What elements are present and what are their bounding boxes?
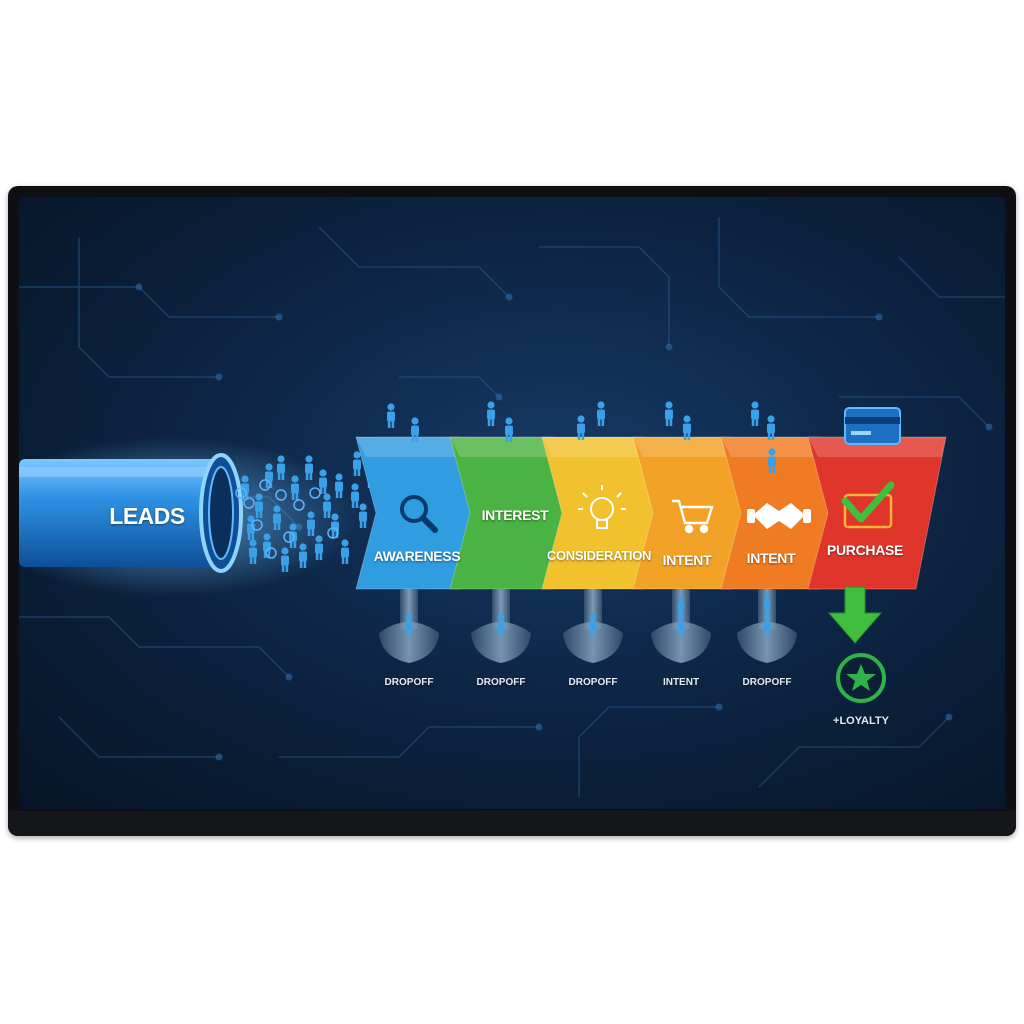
stage-person-icon [665, 401, 673, 426]
person-icon [335, 473, 343, 498]
person-icon [241, 475, 249, 500]
stage-person-icon [767, 415, 775, 440]
person-icon [255, 493, 263, 518]
stage-person-icon [768, 448, 776, 473]
funnel-stage-purchase [807, 436, 947, 590]
stage-person-icon [487, 401, 495, 426]
stage-person-icon [751, 401, 759, 426]
person-icon [307, 511, 315, 536]
lead-bubble [251, 519, 263, 531]
dropoff-person-icon [677, 596, 685, 616]
dropoff-tube-2 [471, 589, 531, 663]
lead-bubble [327, 527, 339, 539]
loyalty-label: +LOYALTY [833, 715, 889, 727]
person-icon [289, 523, 297, 548]
infographic-graphics [19, 217, 1005, 797]
handshake-icon [747, 503, 811, 529]
stage-label-intent: INTENT [662, 552, 712, 568]
lightbulb-icon [578, 485, 626, 529]
star-icon [846, 664, 876, 691]
credit-card-icon [844, 407, 901, 445]
person-icon [305, 455, 313, 480]
person-icon [273, 505, 281, 530]
dropoff-person-icon [763, 594, 771, 614]
lead-crowd [235, 451, 375, 572]
person-icon [265, 463, 273, 488]
lead-bubble [283, 531, 295, 543]
stage-label-awareness: AWARENESS [373, 548, 461, 564]
person-icon [353, 451, 361, 476]
stage-person-icon [387, 403, 395, 428]
stage-person-icon [683, 415, 691, 440]
person-icon [247, 515, 255, 540]
dropoff-tube-3 [563, 589, 623, 663]
dropoff-label-1: DROPOFF [384, 677, 434, 688]
circuit-nodes [135, 283, 993, 761]
cart-icon [672, 499, 714, 534]
lead-bubble [259, 479, 271, 491]
dropoff-label-4: INTENT [662, 677, 700, 688]
person-icon [277, 455, 285, 480]
leads-pipe [19, 459, 219, 567]
monitor-bezel [8, 811, 1016, 836]
funnel-stages [355, 401, 947, 590]
funnel-infographic: LEADS AWARENESS INTEREST CONSIDERATION I… [19, 197, 1005, 809]
person-icon [281, 547, 289, 572]
person-icon [249, 539, 257, 564]
dropoff-label-5: DROPOFF [742, 677, 792, 688]
person-icon [341, 539, 349, 564]
dropoff-person-icon [405, 613, 413, 636]
dropoff-person-icon [589, 613, 597, 636]
stage-person-icon [597, 401, 605, 426]
person-icon [299, 543, 307, 568]
dropoff-tubes [379, 589, 797, 663]
dropoff-tube-5 [737, 589, 797, 663]
loyalty-arrow [827, 586, 883, 644]
dropoff-tube-1 [379, 589, 439, 663]
person-icon [351, 483, 359, 508]
stage-label-intent-2: INTENT [746, 550, 796, 566]
stage-label-purchase: PURCHASE [826, 542, 904, 558]
stage-label-interest: INTEREST [481, 507, 549, 523]
leads-label: LEADS [109, 503, 185, 529]
dropoff-person-icon [763, 613, 771, 636]
lead-bubble [309, 487, 321, 499]
person-icon [319, 469, 327, 494]
stage-person-icon [577, 415, 585, 440]
person-icon [291, 475, 299, 500]
magnifier-icon [400, 495, 438, 533]
lead-bubble [235, 487, 247, 499]
dropoff-label-2: DROPOFF [476, 677, 526, 688]
stage-person-icon [505, 417, 513, 442]
lead-bubble [275, 489, 287, 501]
check-icon [841, 481, 895, 529]
dropoff-label-3: DROPOFF [568, 677, 618, 688]
dropoff-tube-4 [651, 589, 711, 663]
person-icon [323, 493, 331, 518]
lead-bubble [265, 547, 277, 559]
stage-person-icon [411, 417, 419, 442]
lead-bubble [293, 499, 305, 511]
monitor-frame: LEADS AWARENESS INTEREST CONSIDERATION I… [8, 186, 1016, 836]
person-icon [359, 503, 367, 528]
stage-label-consideration: CONSIDERATION [546, 548, 652, 563]
lead-bubble [243, 497, 255, 509]
dropoff-person-icon [497, 613, 505, 636]
person-icon [315, 535, 323, 560]
